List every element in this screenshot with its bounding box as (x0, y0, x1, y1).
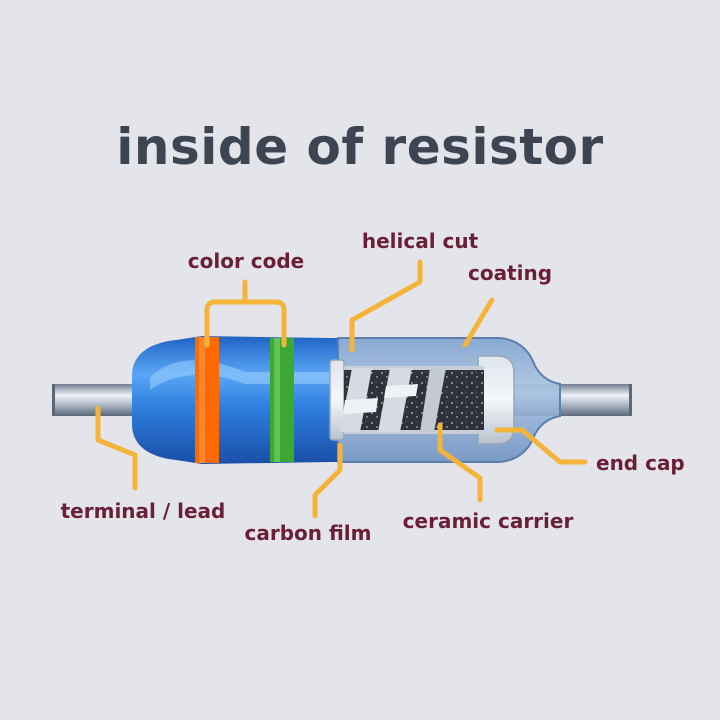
leader-helical-cut (349, 259, 423, 353)
page-title: inside of resistor (116, 118, 604, 176)
lead-left-end (52, 384, 55, 416)
label-terminal-lead: terminal / lead (61, 499, 226, 523)
band-orange (195, 337, 219, 463)
leader-carbon-film (312, 442, 343, 519)
band-green-highlight (274, 338, 280, 462)
lead-right-end (629, 384, 632, 416)
coating-outline (337, 337, 561, 463)
leader-end-cap (494, 427, 588, 465)
helical-cut-shine-1 (343, 398, 378, 414)
leader-terminal-lead (95, 405, 138, 491)
label-helical-cut: helical cut (362, 229, 479, 253)
leader-lines (95, 259, 588, 519)
label-color-code: color code (188, 249, 305, 273)
label-coating: coating (468, 261, 552, 285)
leader-color-code-bracket (204, 299, 287, 348)
leader-ceramic-carrier (437, 422, 483, 503)
label-carbon-film: carbon film (245, 521, 372, 545)
label-end-cap: end cap (596, 451, 685, 475)
helical-cut-shine-2 (384, 384, 418, 398)
label-ceramic-carrier: ceramic carrier (403, 509, 574, 533)
leader-coating (462, 297, 495, 348)
band-green (270, 338, 294, 462)
helical-cut-2 (378, 368, 412, 432)
resistor-body (132, 336, 338, 464)
helical-cut-3 (420, 368, 446, 432)
band-orange-highlight (199, 337, 205, 463)
